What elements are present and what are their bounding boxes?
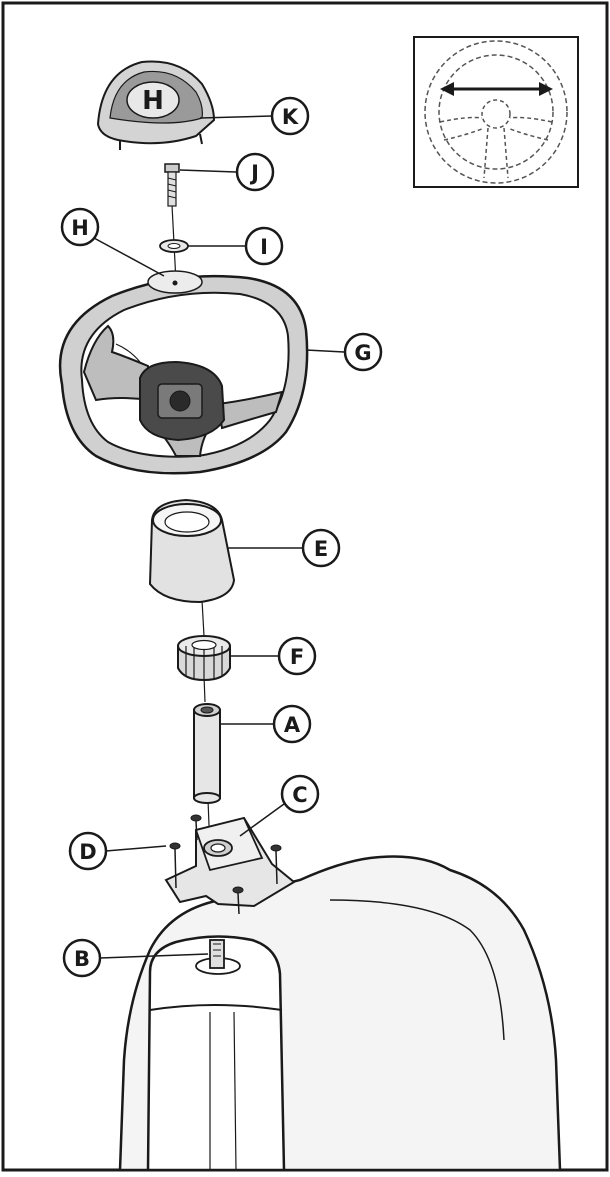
bolt-3	[270, 844, 282, 885]
inset-wheel-inner	[438, 54, 554, 170]
inset-arrowhead-left	[440, 82, 454, 96]
callout-j: J	[235, 152, 275, 192]
part-h-hub-cover	[147, 270, 203, 294]
inset-arrowhead-right	[539, 82, 553, 96]
leader-j	[179, 169, 237, 173]
inset-hub	[481, 99, 511, 129]
callout-c-label: C	[292, 783, 307, 807]
wheel-spoke-right	[216, 390, 284, 430]
callout-h: H	[60, 207, 100, 247]
callout-d-label: D	[79, 840, 96, 864]
callout-j-label: J	[249, 161, 259, 185]
inset-spoke-right	[507, 116, 553, 141]
callout-b: B	[62, 938, 102, 978]
callout-f: F	[277, 636, 317, 676]
leader-k	[199, 115, 273, 119]
inset-spoke-bottom	[483, 127, 509, 179]
part-a-steering-shaft	[193, 703, 221, 804]
bolt-2	[190, 814, 202, 841]
part-c-bracket	[164, 816, 296, 908]
inset-wheel-outer	[424, 40, 568, 184]
callout-k-label: K	[282, 105, 299, 129]
callout-f-label: F	[290, 645, 304, 669]
leader-h	[93, 237, 165, 277]
inset-spoke-left	[439, 116, 485, 141]
part-b-steering-post	[209, 939, 225, 969]
callout-a-label: A	[284, 713, 301, 737]
callout-i: I	[244, 226, 284, 266]
assembly-axis-e	[201, 599, 205, 637]
leader-b	[99, 953, 209, 959]
mower-body	[118, 855, 562, 1172]
callout-g-label: G	[354, 341, 371, 365]
callout-d: D	[68, 831, 108, 871]
callout-c: C	[280, 774, 320, 814]
callout-k: K	[270, 96, 310, 136]
part-k-horn-cap: H	[96, 60, 216, 150]
logo-letter: H	[142, 86, 164, 116]
logo-emblem	[126, 81, 180, 119]
callout-i-label: I	[260, 235, 268, 259]
callout-e-label: E	[314, 537, 328, 561]
bolt-4	[232, 886, 244, 915]
leader-d	[105, 845, 167, 852]
leader-c	[239, 803, 285, 837]
part-f-spline-adapter	[177, 635, 231, 682]
inset-measurement-view	[413, 36, 579, 188]
inset-frame	[413, 36, 579, 188]
wheel-spoke-left	[82, 324, 152, 402]
part-d-bolts	[169, 814, 282, 915]
callout-e: E	[301, 528, 341, 568]
callout-g: G	[343, 332, 383, 372]
leader-lines	[93, 115, 345, 959]
part-e-column-boot	[148, 498, 236, 604]
part-j-screw	[164, 163, 180, 207]
part-i-washer	[159, 239, 189, 253]
callout-b-label: B	[74, 947, 90, 971]
callout-h-label: H	[71, 216, 89, 240]
leader-g	[305, 349, 345, 353]
part-g-steering-wheel	[58, 274, 309, 475]
bolt-1	[169, 842, 181, 889]
callout-a: A	[272, 704, 312, 744]
